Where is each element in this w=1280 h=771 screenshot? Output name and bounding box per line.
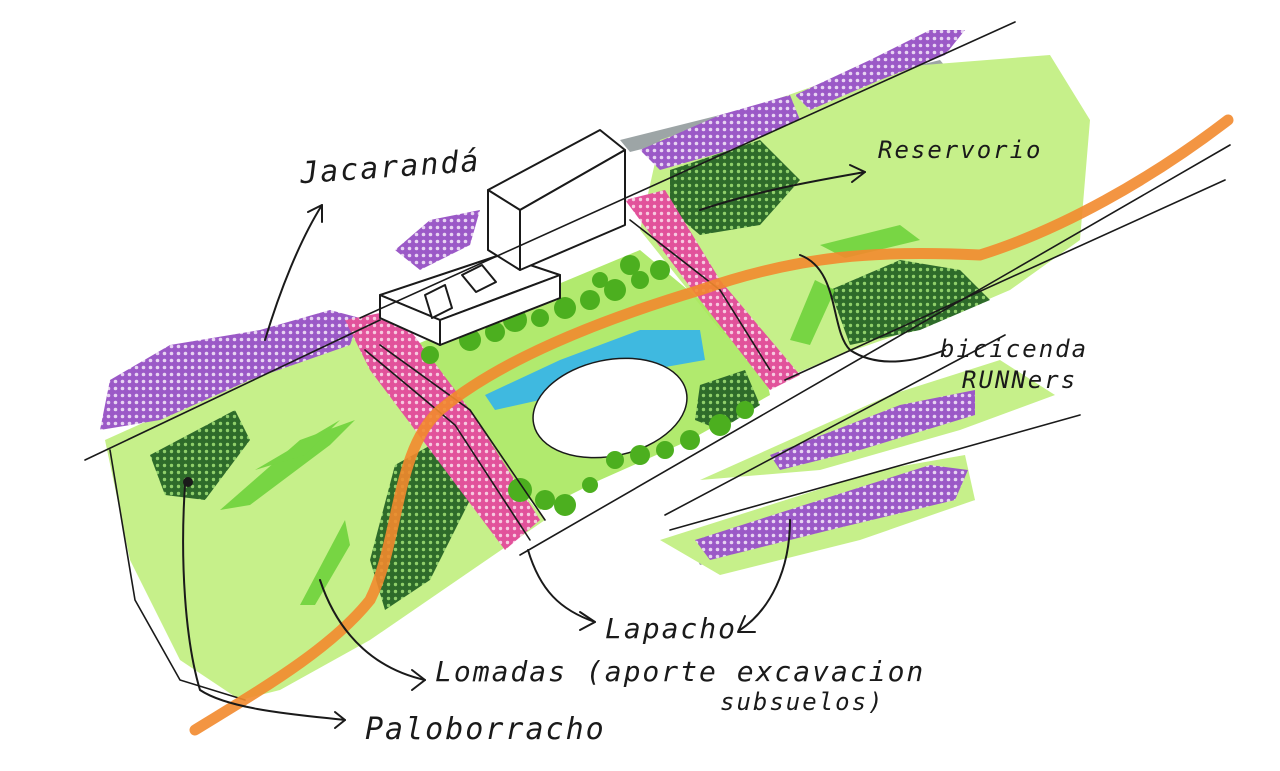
- lomadas-strokes: [220, 225, 920, 605]
- tree-masses: [150, 140, 990, 610]
- label-subsuelos: subsuelos): [720, 688, 885, 716]
- jacaranda-rows: [100, 30, 975, 560]
- buildings: [379, 129, 626, 346]
- label-palo-borracho: Paloborracho: [365, 712, 606, 747]
- label-reservorio: Reservorio: [878, 136, 1043, 164]
- site-lines: [84, 21, 1231, 701]
- label-lomadas: Lomadas (aporte excavacion: [435, 655, 926, 688]
- label-bicisenda: bicicenda: [940, 335, 1089, 363]
- annotation-arrows: [182, 164, 946, 729]
- palo-borracho-marker: [183, 477, 193, 487]
- pond: [485, 330, 705, 459]
- label-lapacho: Lapacho: [605, 612, 738, 645]
- tree-clusters: [421, 255, 754, 516]
- label-runners: RUNNers: [962, 366, 1078, 394]
- bike-path: [189, 114, 1234, 736]
